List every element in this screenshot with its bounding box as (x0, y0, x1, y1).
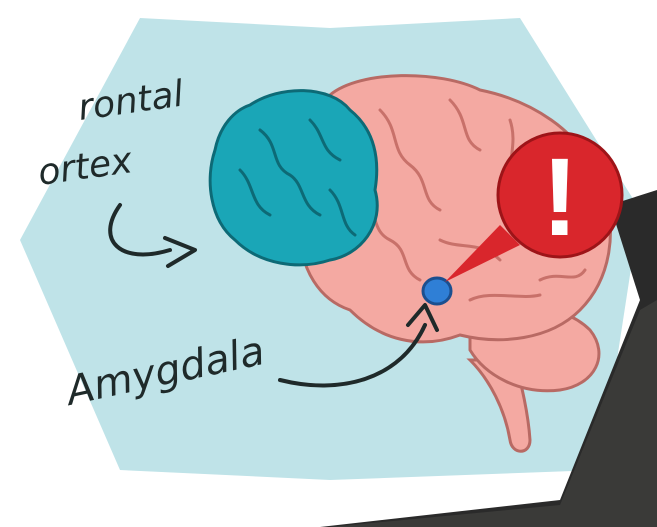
exclamation-icon: ! (542, 136, 579, 259)
amygdala (423, 278, 451, 304)
